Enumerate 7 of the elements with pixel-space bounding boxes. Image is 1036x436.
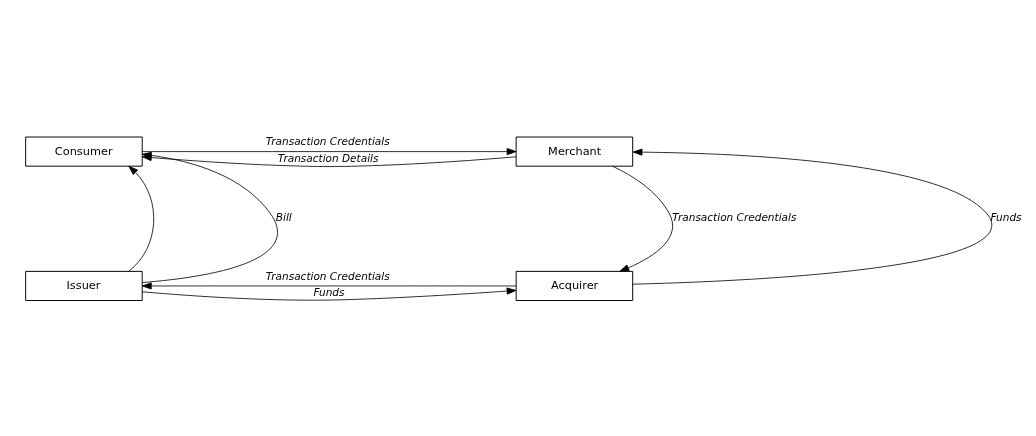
edge-label: Funds [990, 210, 1022, 223]
edge-label: Bill [275, 210, 292, 223]
edge-label: Funds [313, 285, 345, 298]
edge-label: Transaction Credentials [672, 210, 797, 223]
edge-label: Transaction Details [277, 151, 379, 164]
edge-label: Transaction Credentials [265, 269, 390, 282]
edge-label: Transaction Credentials [265, 134, 390, 147]
